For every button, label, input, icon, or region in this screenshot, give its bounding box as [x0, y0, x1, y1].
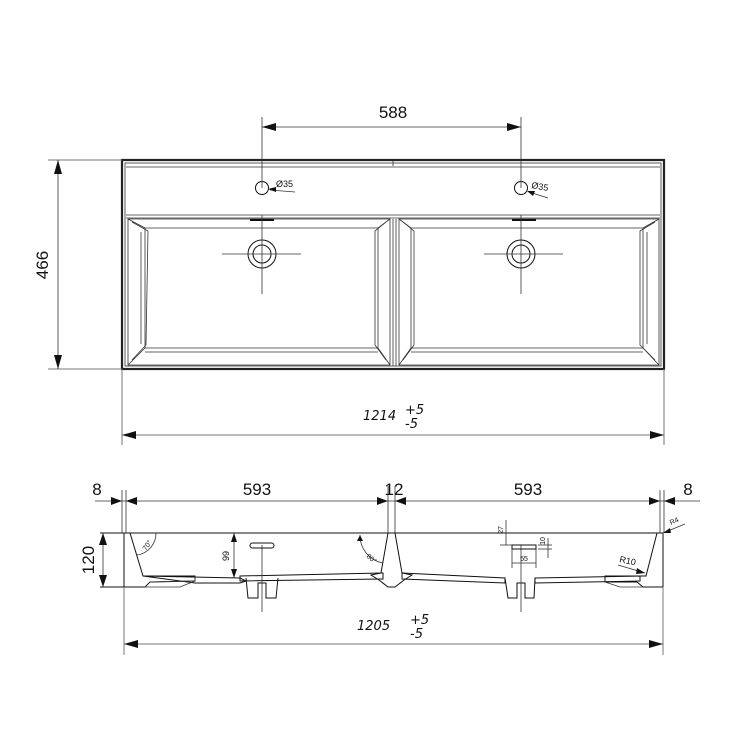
- drain-right: [484, 215, 563, 294]
- right-wall-section: [604, 532, 664, 588]
- inner-depth: 99: [221, 551, 231, 561]
- basin-outline: [120, 158, 666, 371]
- divider-width: 12: [385, 480, 404, 499]
- left-wall-section: [123, 532, 196, 588]
- overall-width-section-tol-minus: -5: [410, 627, 423, 642]
- tap-hole-spacing: 588: [379, 103, 407, 122]
- overall-width-section-tol-plus: +5: [410, 613, 429, 628]
- overflow-height: 10: [540, 537, 547, 545]
- overflow-width: 55: [520, 556, 528, 563]
- overall-width-top: 1214: [363, 409, 396, 424]
- rim-right: 8: [683, 480, 692, 499]
- overall-width-section: 1205: [357, 619, 390, 634]
- drain-left: [222, 215, 301, 294]
- rim-left: 8: [92, 480, 101, 499]
- divider-section: [369, 532, 414, 588]
- left-bowl: [127, 218, 391, 366]
- tap-hole-diameter-left: Ø35: [276, 179, 293, 189]
- top-view: Ø35 Ø35 588 466: [33, 103, 666, 445]
- radius-top: R4: [669, 517, 680, 527]
- section-height: 120: [79, 546, 98, 574]
- right-bowl: [398, 218, 660, 366]
- basin-depth: 466: [33, 251, 52, 279]
- drain-section-right: [504, 577, 536, 599]
- radius-bottom: R10: [619, 554, 637, 567]
- bowl-width-left: 593: [243, 480, 271, 499]
- section-view: 8 593 12 593 8 120 99 70° 80° 27 10: [79, 480, 700, 655]
- bowl-width-right: 593: [514, 480, 542, 499]
- angle-outer: 70°: [141, 539, 154, 552]
- angle-divider: 80°: [365, 552, 378, 565]
- overall-width-top-tol-plus: +5: [405, 403, 424, 418]
- overflow-offset: 27: [498, 526, 505, 534]
- overall-width-top-tol-minus: -5: [405, 417, 418, 432]
- tap-hole-diameter-right: Ø35: [531, 180, 549, 193]
